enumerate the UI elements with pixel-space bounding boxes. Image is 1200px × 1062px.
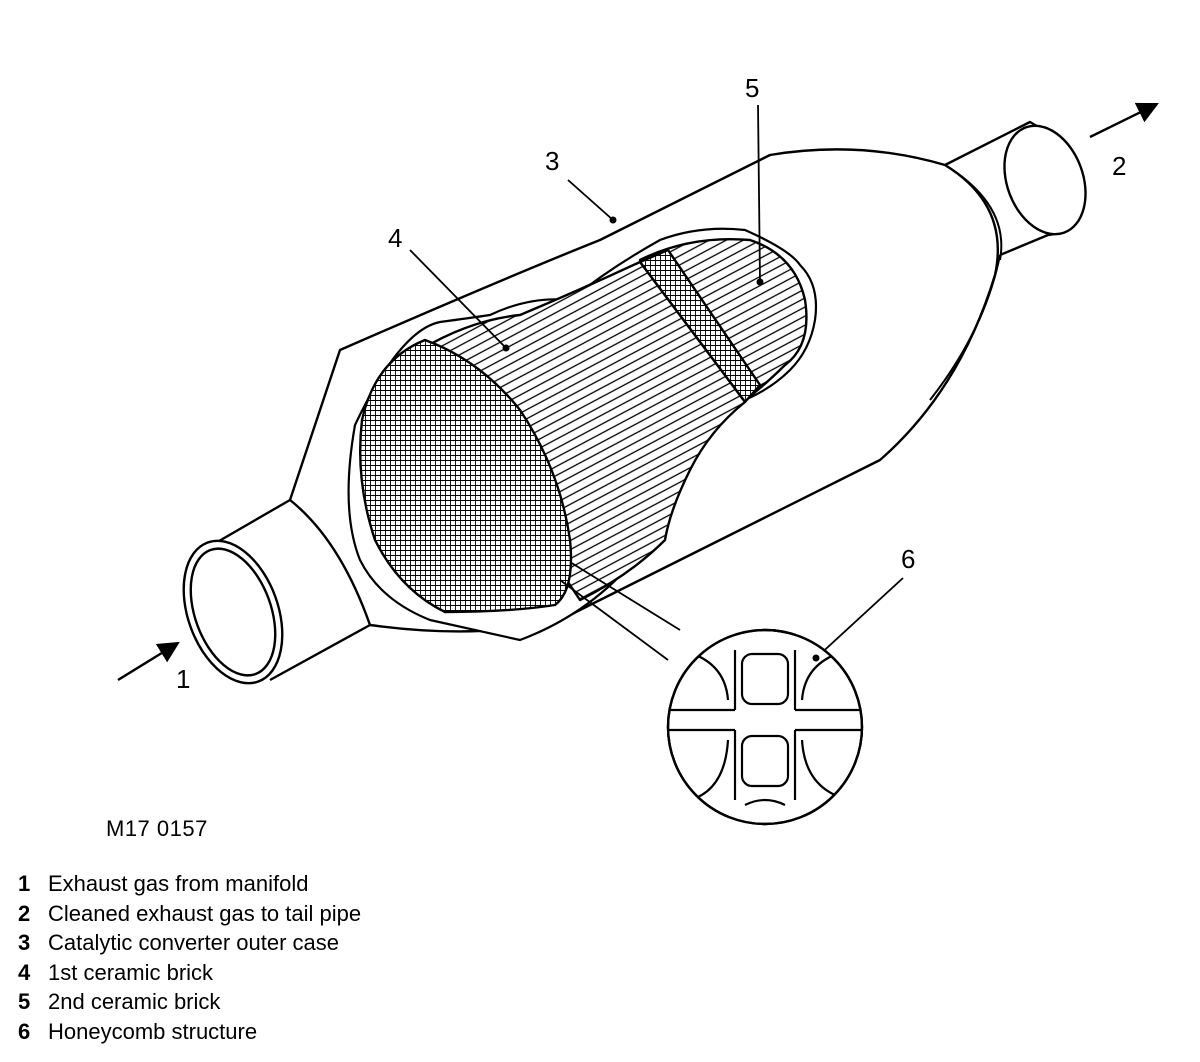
callout-4: 4 [388, 223, 402, 253]
outflow-arrow [1089, 102, 1159, 139]
figure-reference: M17 0157 [106, 816, 208, 841]
callout-2: 2 [1112, 151, 1126, 181]
callout-1: 1 [176, 664, 190, 694]
callout-5: 5 [745, 73, 759, 103]
catalytic-converter-diagram: 1 2 3 4 5 6 [117, 73, 1159, 826]
inlet-pipe [182, 498, 372, 685]
inflow-arrow [117, 641, 180, 682]
ceramic-brick-1 [418, 260, 747, 602]
callout-3: 3 [545, 146, 559, 176]
honeycomb-magnifier [666, 628, 864, 826]
callout-6: 6 [901, 544, 915, 574]
brick-face [358, 338, 573, 614]
